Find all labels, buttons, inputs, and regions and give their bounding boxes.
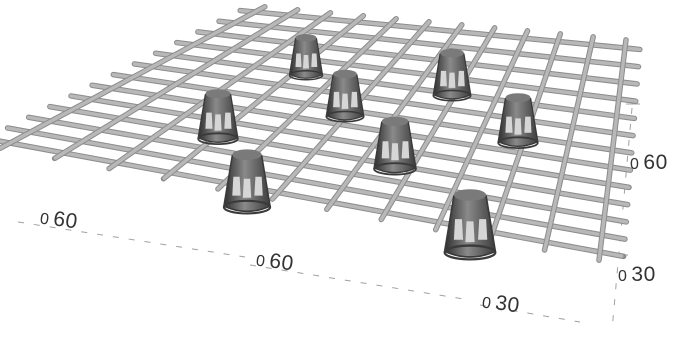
- mesh-bar-depth: [378, 25, 498, 223]
- dimension-label-mid: 060: [254, 247, 296, 276]
- mesh-bar-depth: [51, 7, 301, 162]
- mesh-bar-horizontal: [25, 114, 630, 225]
- dimension-value: 60: [51, 207, 80, 234]
- mesh-bar-horizontal: [174, 39, 639, 104]
- mesh-bar-horizontal: [195, 29, 640, 87]
- bar-spacer: [288, 34, 324, 81]
- mesh-bar-depth: [0, 4, 268, 151]
- mesh-bar-horizontal: [68, 93, 632, 191]
- mesh-bar-horizontal: [131, 61, 636, 139]
- mesh-bar-horizontal: [216, 18, 642, 70]
- dimension-label-left: 060: [38, 205, 80, 234]
- dimension-value: 60: [267, 249, 296, 276]
- dim-line-left: [17, 221, 246, 258]
- dimension-value: 30: [631, 263, 656, 286]
- dimension-value: 30: [493, 291, 522, 318]
- mesh-bar-depth: [160, 13, 367, 182]
- mesh-bar-horizontal: [0, 138, 627, 260]
- dimension-lead: 0: [618, 268, 628, 285]
- dimension-lead: 0: [254, 252, 267, 271]
- mesh-bar-depth: [596, 37, 629, 263]
- bar-spacer: [222, 149, 272, 215]
- bar-spacer: [497, 93, 539, 150]
- mesh-bar-horizontal: [237, 7, 643, 53]
- dim-line-mid: [249, 264, 471, 301]
- mesh-bar-horizontal: [89, 82, 634, 173]
- mesh-bar-depth: [432, 28, 531, 233]
- mesh-bar-horizontal: [110, 71, 635, 156]
- bar-spacer: [443, 189, 497, 261]
- mesh-bar-horizontal: [4, 125, 628, 242]
- mesh-bar-horizontal: [152, 50, 638, 122]
- mesh-bar-depth: [541, 34, 596, 253]
- bar-spacer: [373, 116, 417, 176]
- dimension-lead: 0: [38, 210, 51, 229]
- dimension-lead: 0: [630, 156, 640, 173]
- dimension-lead: 0: [480, 294, 493, 313]
- bar-spacer: [197, 89, 239, 146]
- bar-spacer: [325, 69, 365, 123]
- dim-line-bottom: [479, 304, 581, 323]
- rebar-mesh: [0, 4, 643, 263]
- rebar-spacers: [197, 34, 539, 261]
- bar-spacer: [432, 48, 472, 102]
- dim-line-right: [611, 107, 633, 331]
- dimension-value: 60: [643, 151, 668, 174]
- mesh-bar-horizontal: [47, 103, 631, 208]
- dimension-label-bottom: 030: [480, 289, 522, 318]
